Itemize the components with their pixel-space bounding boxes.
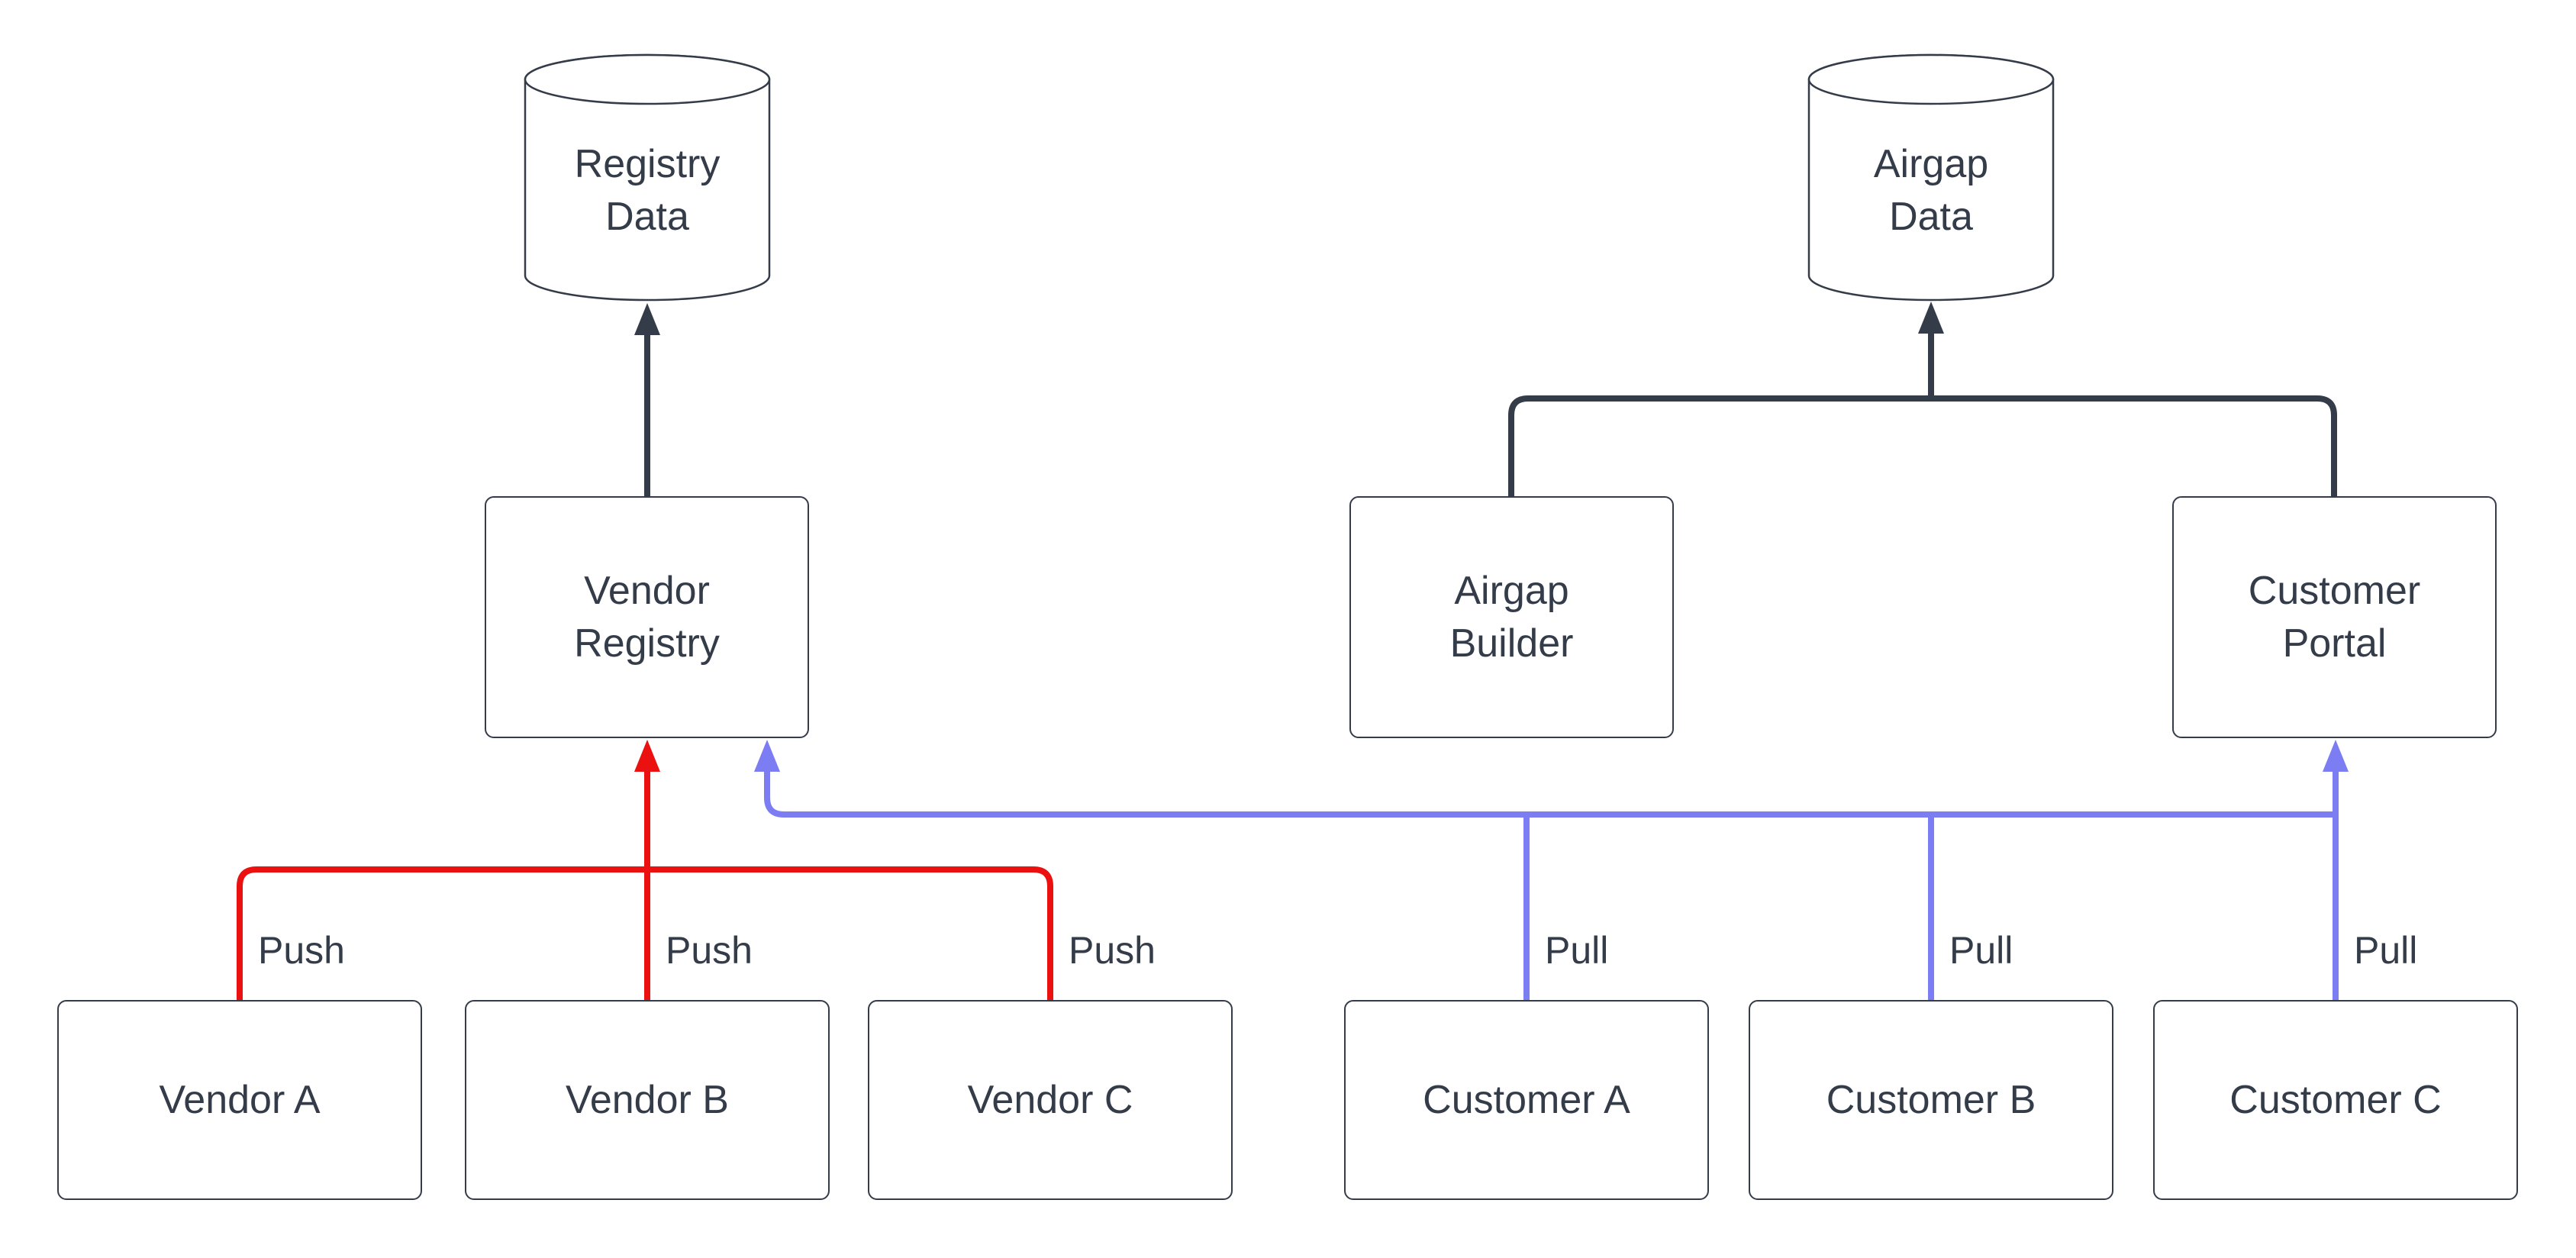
node-customer-c: Customer C bbox=[2153, 1000, 2518, 1200]
edge-label-pull-customer-a: Pull bbox=[1540, 930, 1614, 972]
arrowhead-airgap-data bbox=[1918, 302, 1944, 334]
node-vendor-registry: Vendor Registry bbox=[485, 496, 809, 738]
node-vendor-c: Vendor C bbox=[868, 1000, 1233, 1200]
vendor-b-text: Vendor B bbox=[566, 1077, 729, 1122]
airgap-builder-text: Airgap Builder bbox=[1449, 568, 1574, 666]
edge-label-push-vendor-b: Push bbox=[661, 930, 757, 972]
node-vendor-b: Vendor B bbox=[465, 1000, 830, 1200]
customer-portal-text: Customer Portal bbox=[2248, 568, 2421, 666]
vendor-registry-text: Vendor Registry bbox=[574, 568, 720, 666]
edge-customers-pull-bus bbox=[764, 770, 2336, 818]
node-customer-b: Customer B bbox=[1749, 1000, 2113, 1200]
cylinder-top-registry-data bbox=[524, 53, 771, 105]
edge-builder-portal-trunk bbox=[1508, 395, 2337, 496]
edge-label-push-vendor-a: Push bbox=[253, 930, 350, 972]
cylinder-top-airgap-data bbox=[1807, 53, 2055, 105]
node-customer-a: Customer A bbox=[1344, 1000, 1709, 1200]
edge-label-push-vendor-c: Push bbox=[1064, 930, 1160, 972]
node-registry-data-shape bbox=[524, 53, 771, 302]
arrowhead-registry-data bbox=[634, 303, 660, 335]
node-customer-portal: Customer Portal bbox=[2172, 496, 2497, 738]
customer-c-text: Customer C bbox=[2229, 1077, 2442, 1122]
arrowhead-pull-vendor-registry bbox=[754, 740, 780, 772]
vendor-a-text: Vendor A bbox=[159, 1077, 321, 1122]
node-airgap-data-shape bbox=[1807, 53, 2055, 302]
node-vendor-a: Vendor A bbox=[57, 1000, 422, 1200]
arrowhead-push-vendor-registry bbox=[634, 740, 660, 772]
edge-label-pull-customer-b: Pull bbox=[1945, 930, 2018, 972]
customer-b-text: Customer B bbox=[1826, 1077, 2036, 1122]
arrowhead-pull-customer-portal bbox=[2323, 740, 2349, 772]
vendor-c-text: Vendor C bbox=[967, 1077, 1133, 1122]
customer-a-text: Customer A bbox=[1423, 1077, 1630, 1122]
edge-label-pull-customer-c: Pull bbox=[2349, 930, 2423, 972]
node-airgap-builder: Airgap Builder bbox=[1349, 496, 1674, 738]
